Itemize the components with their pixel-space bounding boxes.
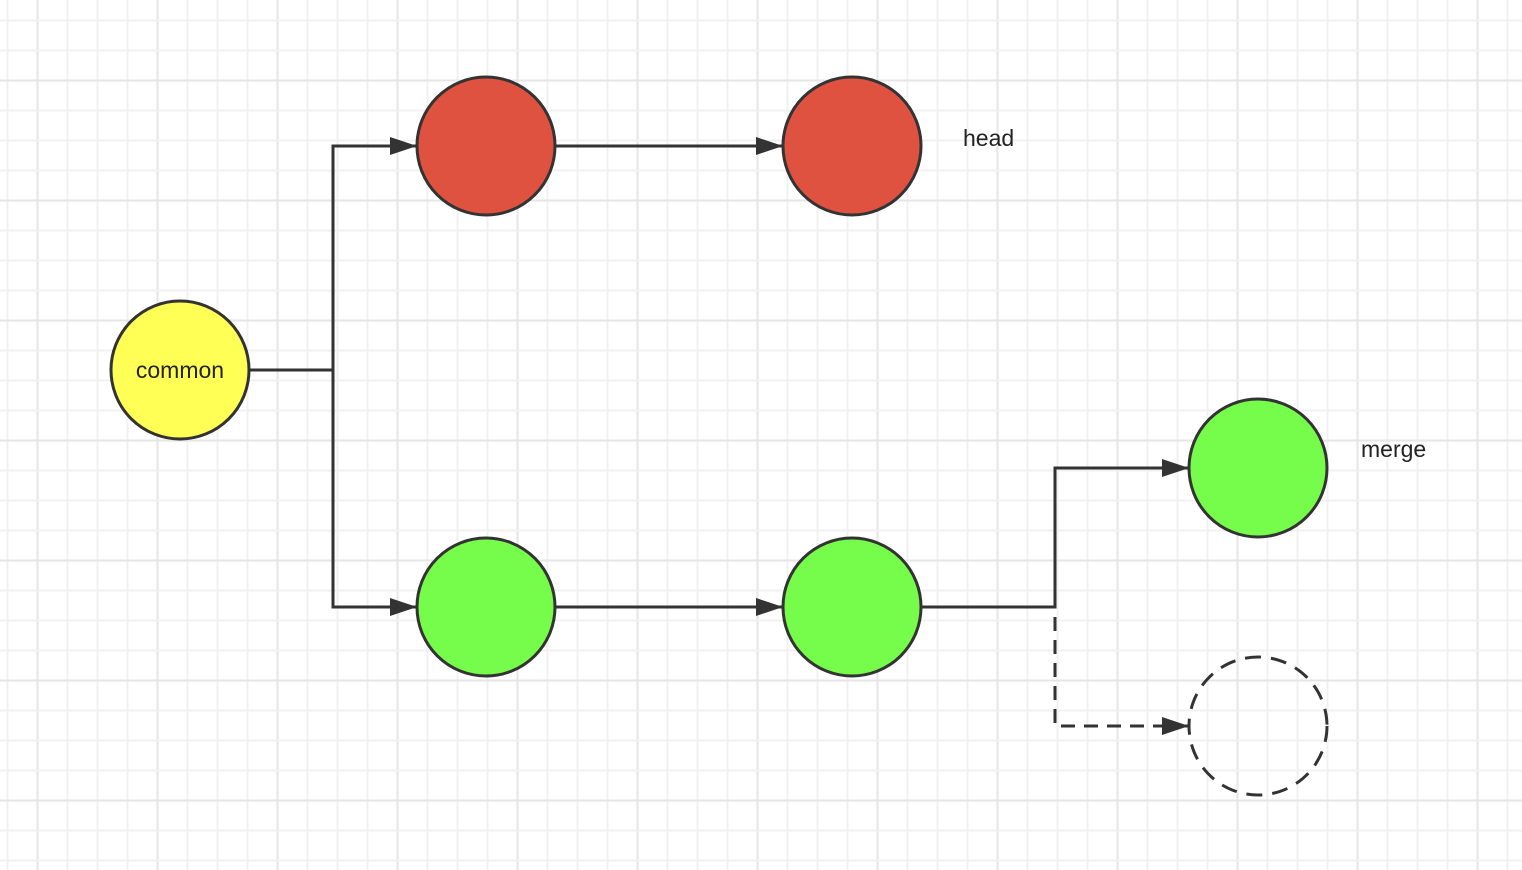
edge-green2-pending — [1053, 617, 1189, 728]
node-pending[interactable] — [1187, 655, 1329, 797]
arrowhead-green2-merge_node — [1162, 459, 1189, 477]
node-circle[interactable] — [415, 536, 557, 678]
node-green2[interactable] — [781, 536, 923, 678]
node-circle[interactable] — [415, 75, 557, 217]
annotation-merge: merge — [1361, 436, 1426, 462]
node-red2[interactable] — [781, 75, 923, 217]
arrowhead-red1-red2 — [756, 137, 783, 155]
nodes-layer: common — [109, 75, 1329, 797]
node-circle[interactable] — [781, 536, 923, 678]
node-circle[interactable] — [109, 299, 251, 441]
node-green1[interactable] — [415, 536, 557, 678]
node-merge_node[interactable] — [1187, 397, 1329, 539]
annotation-head: head — [963, 125, 1014, 151]
edge-green2-merge_node — [921, 466, 1189, 609]
node-circle[interactable] — [781, 75, 923, 217]
arrowhead-green2-pending — [1162, 717, 1189, 735]
arrowhead-common-green1 — [390, 598, 417, 616]
edge-common-green1 — [331, 370, 417, 609]
edge-common-red1 — [249, 144, 417, 372]
node-circle[interactable] — [1187, 397, 1329, 539]
node-common[interactable]: common — [109, 299, 251, 441]
node-label: common — [136, 357, 224, 383]
arrowhead-green1-green2 — [756, 598, 783, 616]
arrowhead-common-red1 — [390, 137, 417, 155]
node-red1[interactable] — [415, 75, 557, 217]
labels-layer: head merge — [963, 125, 1426, 462]
node-circle[interactable] — [1187, 655, 1329, 797]
edges-layer — [249, 137, 1189, 735]
